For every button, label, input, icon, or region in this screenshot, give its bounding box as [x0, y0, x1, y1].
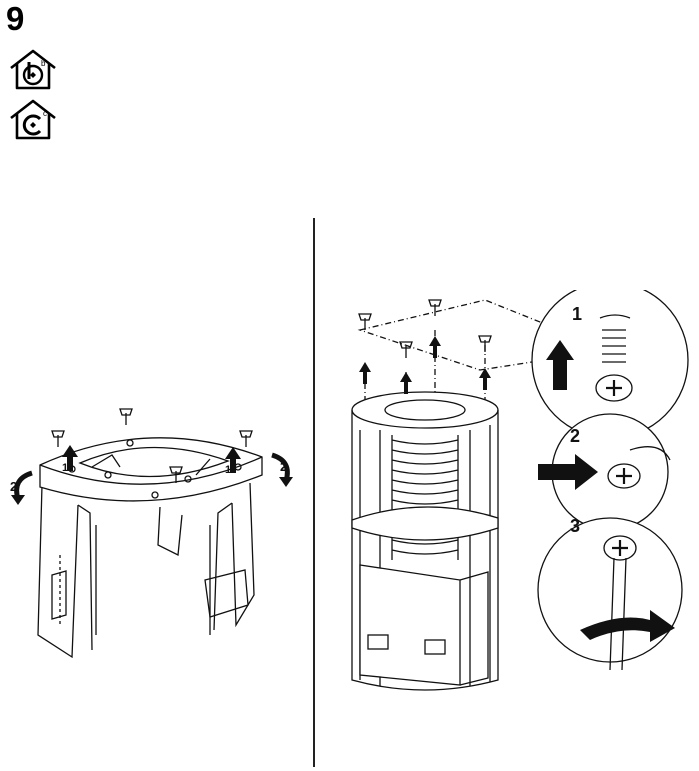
- left-arrow-label-2a: 2: [10, 479, 17, 494]
- right-illustration: 1 2 3: [351, 290, 689, 691]
- callout-label-1: 1: [572, 304, 582, 324]
- mode-b-glyph: b: [41, 59, 46, 68]
- step-number: 9: [6, 0, 25, 37]
- left-arrow-label-1b: 1: [225, 464, 231, 476]
- left-arrow-label-1a: 1: [62, 462, 68, 474]
- panel-divider: [313, 218, 315, 767]
- ventilation-mode-b-icon: b: [10, 49, 56, 90]
- left-illustration: 1 1 2 2: [10, 408, 293, 659]
- callout-label-3: 3: [570, 516, 580, 536]
- ventilation-mode-c-icon: c: [10, 99, 56, 140]
- mode-c-glyph: c: [43, 109, 47, 118]
- callout-label-2: 2: [570, 426, 580, 446]
- left-arrow-label-2b: 2: [280, 459, 287, 474]
